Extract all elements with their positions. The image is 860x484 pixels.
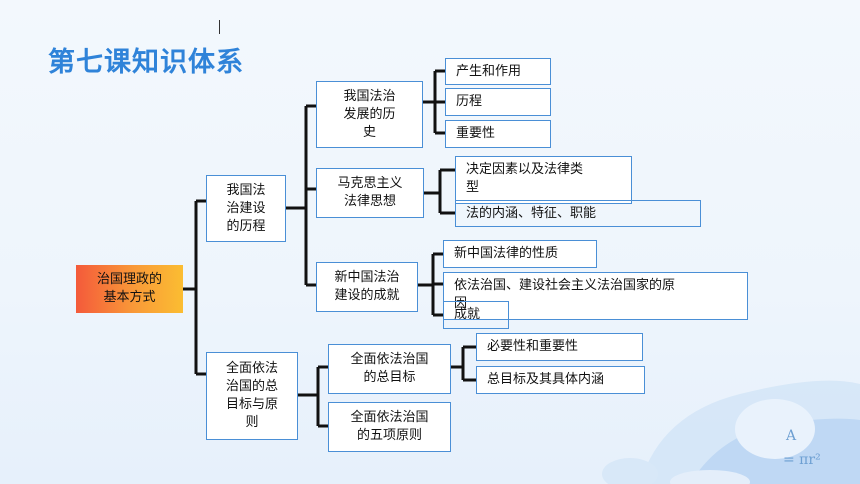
level3-node-necessity: 必要性和重要性 xyxy=(476,333,643,361)
level2-node-overall-goal: 全面依法治国 的总目标 xyxy=(328,344,451,394)
level3-node-law-nature: 新中国法律的性质 xyxy=(443,240,597,268)
level2-node-five-principles: 全面依法治国 的五项原则 xyxy=(328,402,451,452)
level2-node-achievements: 新中国法治 建设的成就 xyxy=(316,262,418,312)
level2-node-legal-history: 我国法治 发展的历 史 xyxy=(316,81,423,148)
level3-label: 成就 xyxy=(454,307,481,322)
level3-label: 新中国法律的性质 xyxy=(454,246,559,261)
decor-formula: = πr² xyxy=(783,452,821,468)
level3-node-goal-content: 总目标及其具体内涵 xyxy=(476,366,645,394)
page-title: 第七课知识体系 xyxy=(48,47,244,78)
level3-label: 重要性 xyxy=(456,126,496,141)
level3-label: 必要性和重要性 xyxy=(487,339,579,354)
level2-label: 全面依法治国 的五项原则 xyxy=(350,410,429,443)
level1-label: 全面依法 治国的总 目标与原 则 xyxy=(225,361,278,430)
level2-label: 全面依法治国 的总目标 xyxy=(350,352,429,385)
level2-label: 马克思主义 法律思想 xyxy=(337,176,403,209)
level3-node-process: 历程 xyxy=(445,88,551,116)
level3-node-law-meaning: 法的内涵、特征、职能 xyxy=(455,200,701,227)
level2-label: 我国法治 发展的历 史 xyxy=(343,88,396,140)
level1-node-history: 我国法 治建设 的历程 xyxy=(206,175,286,242)
text-cursor xyxy=(219,20,220,34)
level1-node-goals: 全面依法 治国的总 目标与原 则 xyxy=(206,352,298,440)
level3-label: 产生和作用 xyxy=(456,63,522,79)
level3-node-achievement: 成就 xyxy=(443,301,509,329)
level3-label: 依法治国、建设社会主义法治国家的原 因 xyxy=(454,278,676,311)
level2-node-marxist-thought: 马克思主义 法律思想 xyxy=(316,168,424,218)
decorative-shapes xyxy=(602,380,860,484)
level3-node-importance: 重要性 xyxy=(445,120,551,148)
root-label: 治国理政的 基本方式 xyxy=(96,272,162,305)
level2-label: 新中国法治 建设的成就 xyxy=(334,270,400,303)
level3-node-origin: 产生和作用 xyxy=(445,58,551,85)
level3-label: 法的内涵、特征、职能 xyxy=(466,205,597,221)
level3-node-determinants: 决定因素以及法律类 型 xyxy=(455,156,632,204)
level1-label: 我国法 治建设 的历程 xyxy=(226,182,266,234)
decor-letter: A xyxy=(786,428,797,444)
level3-node-rule-of-law-reason: 依法治国、建设社会主义法治国家的原 因 xyxy=(443,272,748,320)
level3-label: 决定因素以及法律类 型 xyxy=(466,162,584,195)
level3-label: 总目标及其具体内涵 xyxy=(487,372,605,387)
level3-label: 历程 xyxy=(456,94,483,109)
root-node: 治国理政的 基本方式 xyxy=(76,265,183,313)
